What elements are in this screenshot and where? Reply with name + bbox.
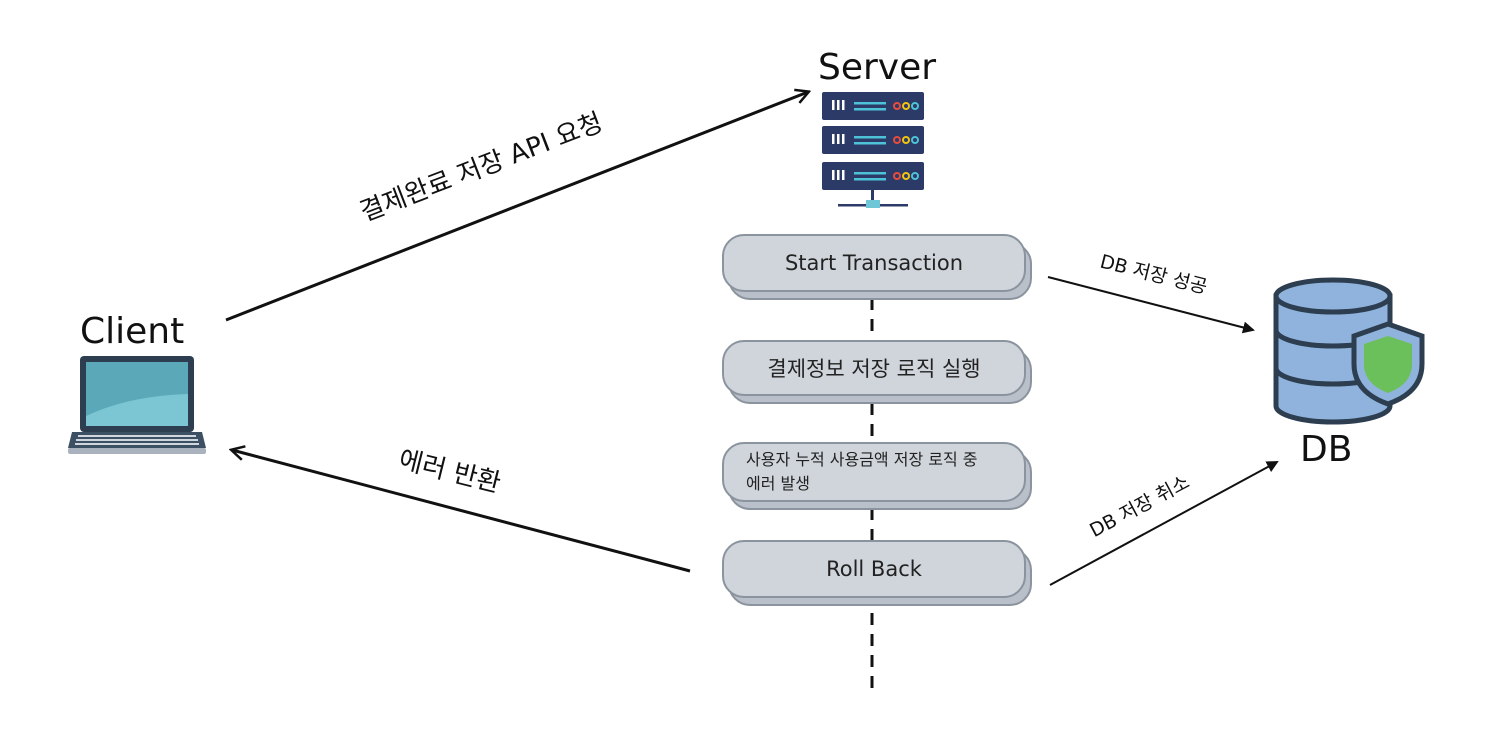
step-roll-back: Roll Back <box>722 540 1032 606</box>
step-box: 결제정보 저장 로직 실행 <box>722 340 1026 396</box>
step-start-transaction: Start Transaction <box>722 234 1032 300</box>
client-label: Client <box>80 311 185 352</box>
laptop-icon <box>68 356 206 454</box>
server-label: Server <box>818 47 937 88</box>
step-accumulated-amount-error: 사용자 누적 사용금액 저장 로직 중 에러 발생 <box>722 442 1032 510</box>
error-arrow <box>232 450 691 573</box>
step-save-payment-logic: 결제정보 저장 로직 실행 <box>722 340 1032 404</box>
step-box: 사용자 누적 사용금액 저장 로직 중 에러 발생 <box>722 442 1026 502</box>
step-label: Roll Back <box>826 557 922 581</box>
server-rack-icon <box>822 92 924 208</box>
request-arrow <box>225 92 808 322</box>
step-box: Roll Back <box>722 540 1026 598</box>
step-label: Start Transaction <box>784 251 964 275</box>
step-box: Start Transaction <box>722 234 1026 292</box>
db-label: DB <box>1300 429 1353 470</box>
db-cancel-arrow <box>1049 461 1279 586</box>
db-success-arrow <box>1047 276 1255 334</box>
database-shield-icon <box>1273 277 1425 425</box>
step-label: 사용자 누적 사용금액 저장 로직 중 에러 발생 <box>746 450 978 493</box>
step-label: 결제정보 저장 로직 실행 <box>767 357 981 381</box>
